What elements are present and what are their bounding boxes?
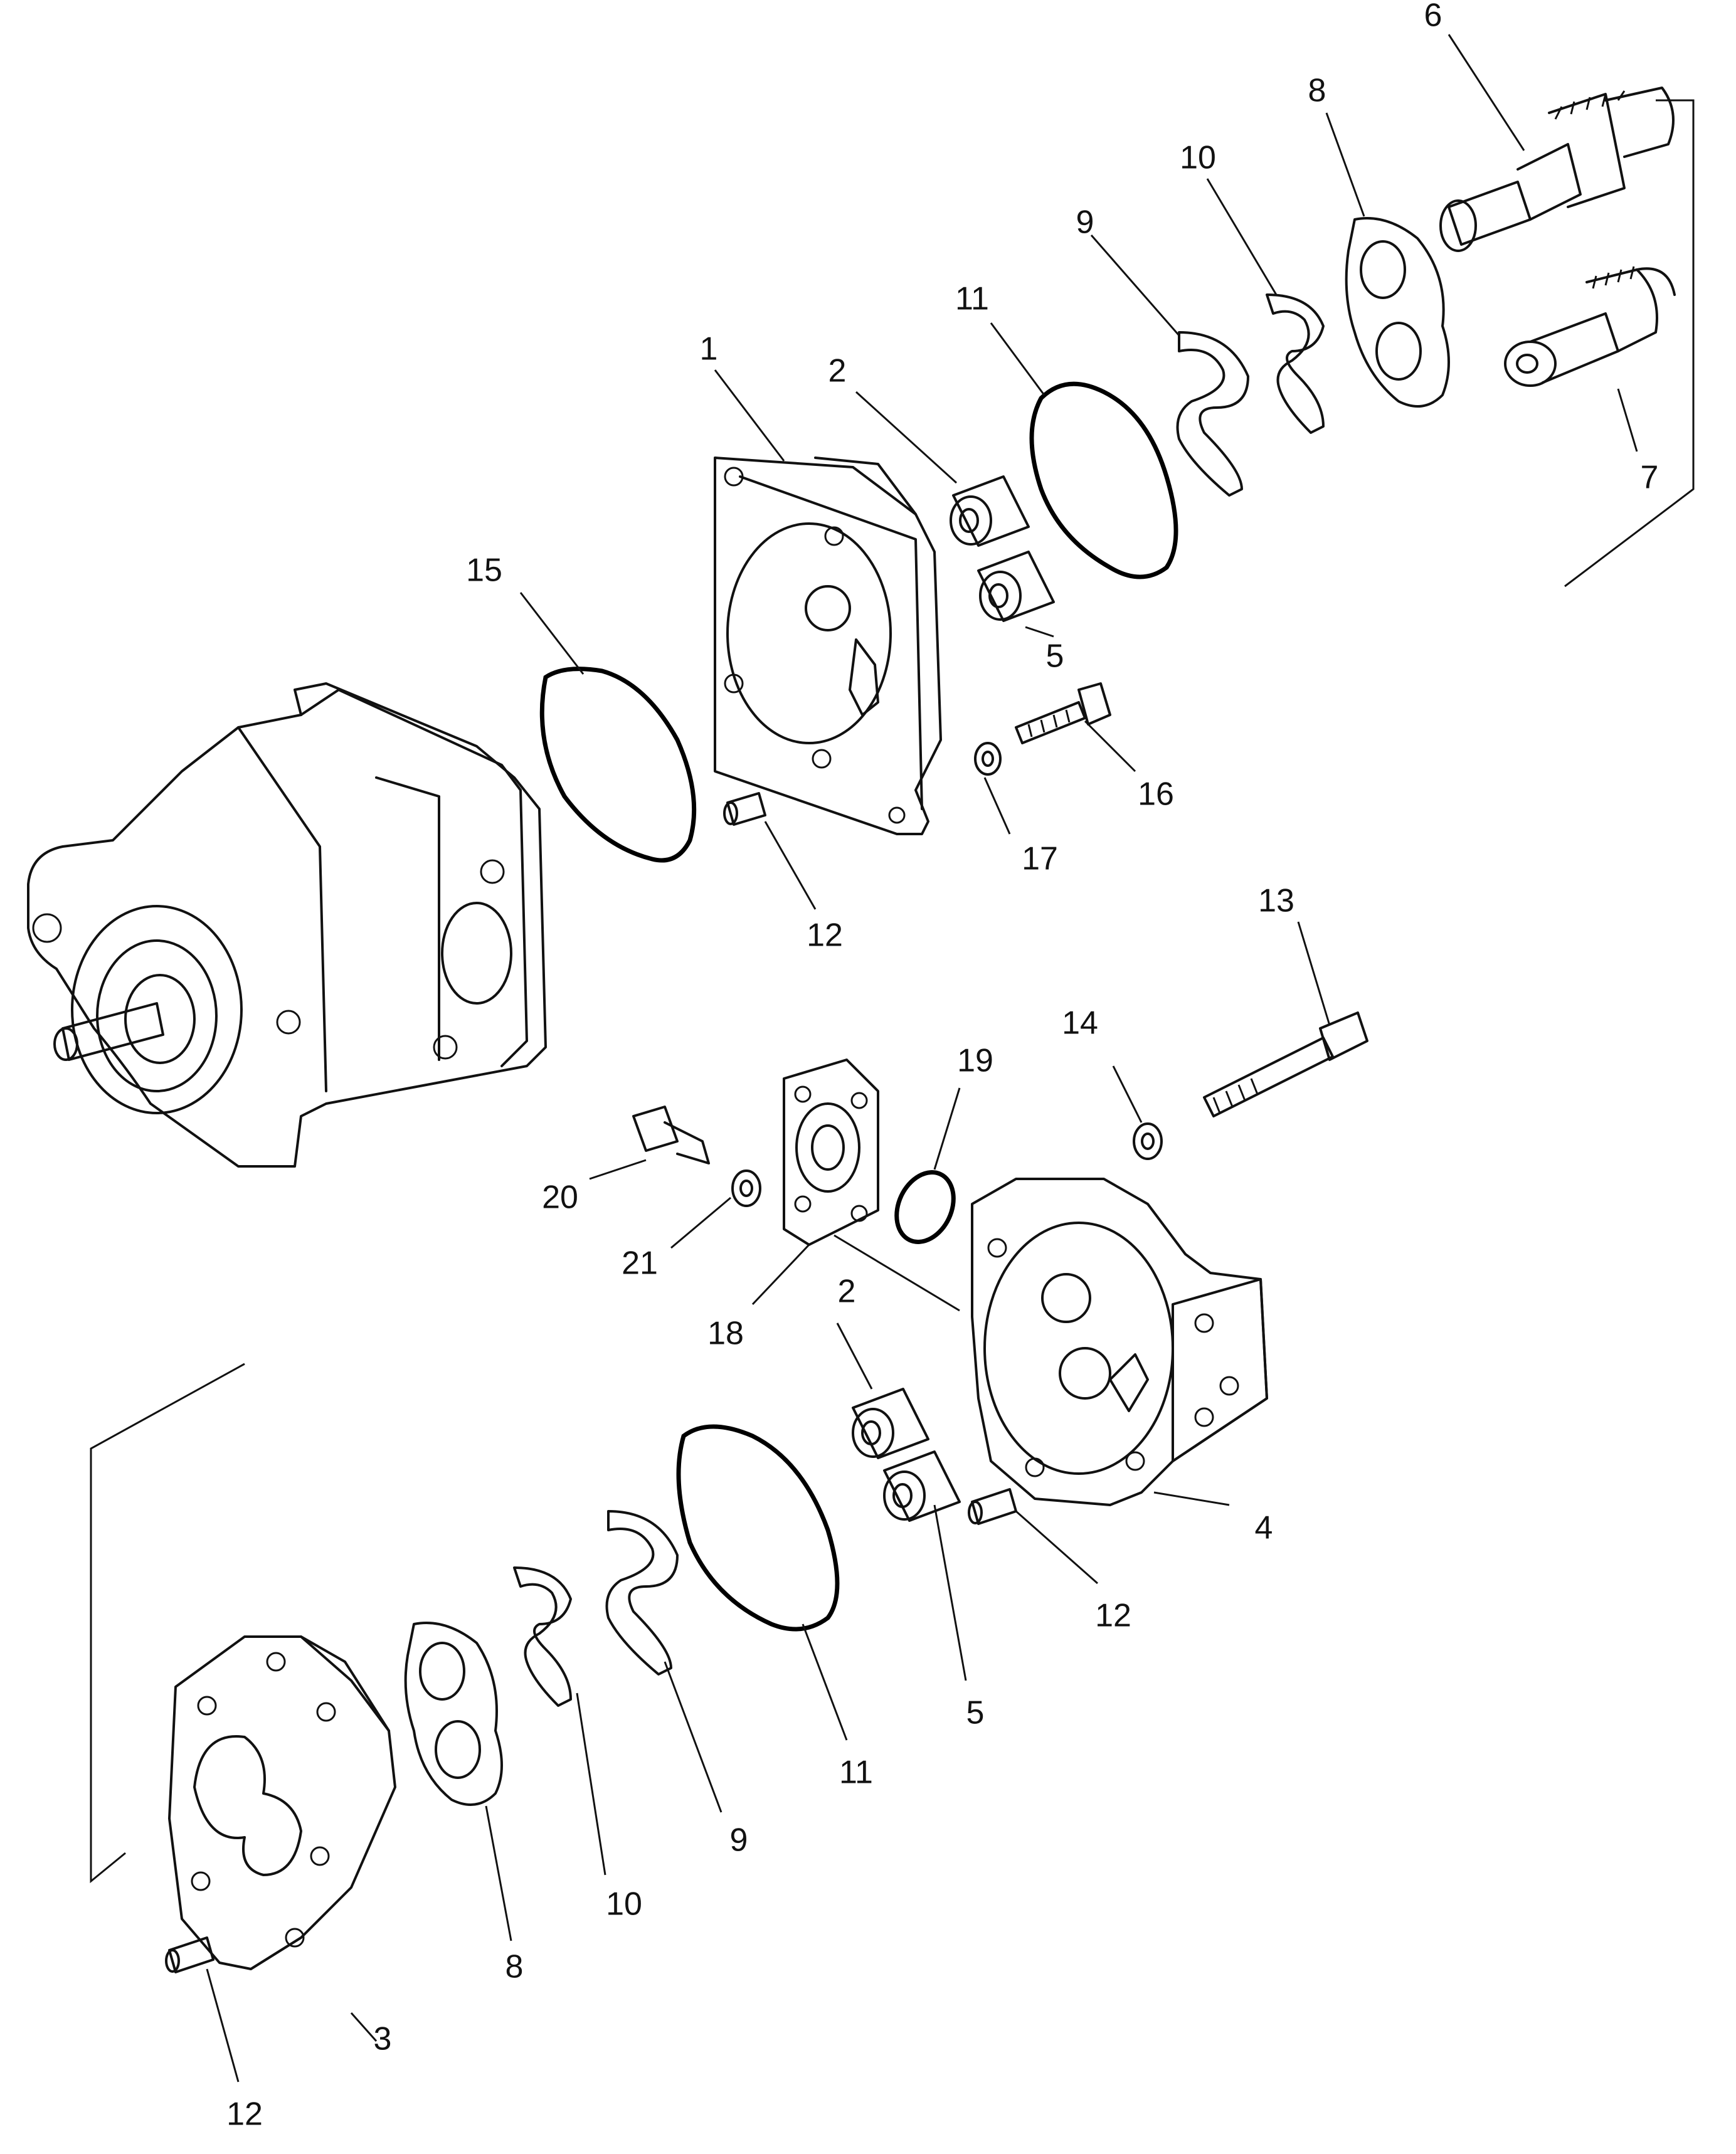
- label-part-3: 3: [374, 2021, 392, 2057]
- label-part-12-b: 12: [1095, 1598, 1131, 1634]
- leader-lines: [206, 34, 1638, 2083]
- label-part-8-top: 8: [1308, 73, 1326, 109]
- label-part-10-bottom: 10: [606, 1886, 642, 1923]
- main-pump-body: [27, 682, 547, 1168]
- label-part-11-top: 11: [955, 281, 989, 317]
- part-21-washer: [731, 1169, 761, 1207]
- part-13-long-bolt: [1203, 1011, 1368, 1117]
- bottom-group-bracket: [90, 1363, 245, 1884]
- label-part-11-bottom: 11: [839, 1755, 873, 1791]
- label-part-19: 19: [957, 1043, 993, 1079]
- part-6-drive-gear-shaft: [1439, 87, 1675, 252]
- label-part-13: 13: [1258, 883, 1294, 919]
- label-part-4: 4: [1255, 1510, 1273, 1546]
- label-part-9-bottom: 9: [730, 1822, 748, 1859]
- label-part-18: 18: [707, 1316, 744, 1352]
- label-part-1: 1: [700, 331, 718, 367]
- label-part-7: 7: [1641, 460, 1659, 496]
- label-part-8-bottom: 8: [505, 1949, 524, 1985]
- part-12-dowel-pin-c: [165, 1936, 214, 1973]
- part-17-washer: [974, 742, 1002, 776]
- part-labels: 1 2 2 3 4 5 5 6 7 8 8 9 9 10 10 11 11 12…: [226, 0, 1658, 2133]
- label-part-5-bottom: 5: [966, 1695, 985, 1731]
- part-4-rear-cover: [971, 1178, 1268, 1506]
- label-part-15: 15: [466, 552, 502, 589]
- label-part-9-top: 9: [1076, 204, 1094, 241]
- part-18-flange-plate: [783, 1059, 879, 1246]
- part-10-spring-bottom: [513, 1566, 572, 1707]
- label-part-16: 16: [1138, 776, 1174, 813]
- label-part-21: 21: [622, 1245, 658, 1282]
- part-10-spring-top: [1266, 293, 1325, 434]
- part-15-seal-ring: [539, 667, 697, 863]
- label-part-10-top: 10: [1180, 140, 1216, 176]
- label-part-12-c: 12: [226, 2096, 263, 2133]
- part-2-bushing-bottom: [852, 1388, 929, 1459]
- part-9-spring-bottom: [605, 1510, 679, 1676]
- part-5-bushing-bottom: [883, 1450, 961, 1522]
- part-12-dowel-pin-b: [968, 1488, 1017, 1525]
- part-5-bushing-top: [977, 551, 1055, 622]
- part-8-side-plate-top: [1345, 217, 1450, 408]
- label-part-2-bottom: 2: [838, 1274, 856, 1310]
- part-16-bolt: [1015, 682, 1111, 744]
- part-1-cover-plate: [714, 457, 942, 835]
- part-7-driven-gear: [1504, 266, 1676, 387]
- part-8-side-plate-bottom: [404, 1622, 503, 1806]
- part-14-washer: [1133, 1122, 1163, 1160]
- part-20-bolt: [632, 1106, 710, 1164]
- part-11-seal-ring-top: [1029, 381, 1178, 579]
- label-part-14: 14: [1062, 1005, 1098, 1042]
- label-part-12-a: 12: [807, 917, 843, 954]
- label-part-6: 6: [1424, 0, 1442, 34]
- part-2-bushing-top: [950, 475, 1030, 547]
- label-part-20: 20: [542, 1180, 578, 1216]
- part-12-dowel-pin-a: [723, 792, 766, 826]
- part-19-o-ring: [894, 1170, 956, 1244]
- label-part-17: 17: [1022, 841, 1058, 877]
- part-11-seal-ring-bottom: [676, 1424, 840, 1632]
- part-3-gear-housing: [168, 1635, 396, 1970]
- part-9-spring-top: [1176, 331, 1249, 497]
- label-part-2-top: 2: [828, 353, 847, 389]
- top-group-bracket: [1564, 99, 1695, 588]
- label-part-5-top: 5: [1046, 638, 1064, 675]
